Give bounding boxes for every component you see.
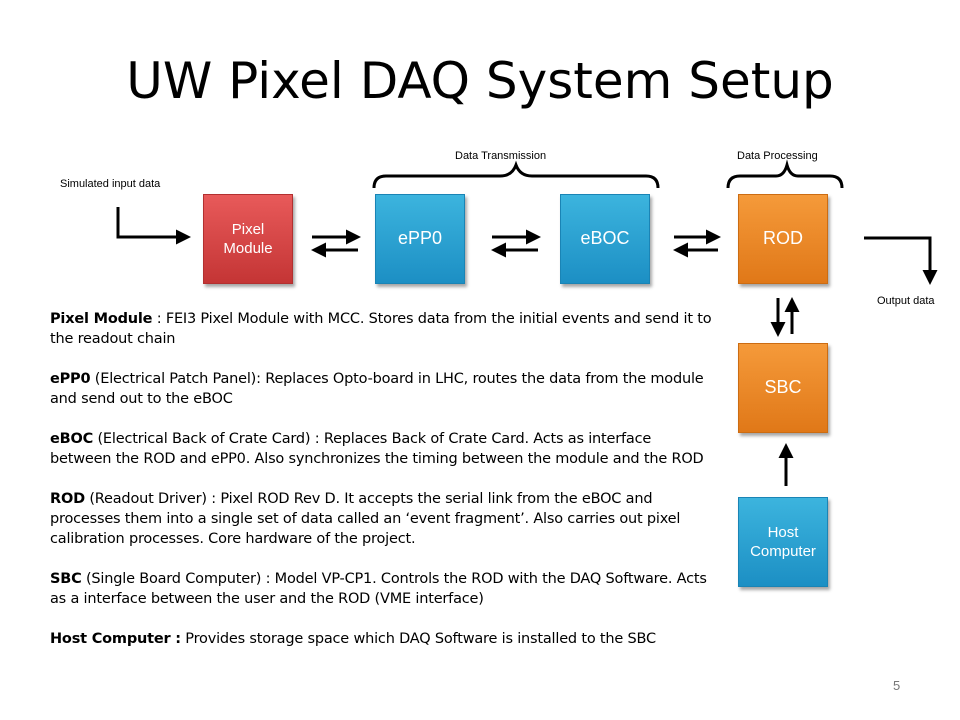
page-number: 5 bbox=[893, 678, 901, 693]
output-data-label: Output data bbox=[877, 295, 935, 307]
desc-text: Provides storage space which DAQ Softwar… bbox=[180, 631, 656, 647]
desc-text: (Electrical Patch Panel): Replaces Opto-… bbox=[50, 371, 704, 407]
brace-data-processing bbox=[726, 159, 844, 189]
pixel-module-box: Pixel Module bbox=[203, 194, 293, 284]
eboc-box: eBOC bbox=[560, 194, 650, 284]
sbc-box: SBC bbox=[738, 343, 828, 433]
desc-epp0: ePP0 (Electrical Patch Panel): Replaces … bbox=[50, 369, 715, 409]
host-computer-box-label: Host Computer bbox=[750, 523, 816, 561]
desc-rod: ROD (Readout Driver) : Pixel ROD Rev D. … bbox=[50, 489, 715, 549]
epp0-box-label: ePP0 bbox=[397, 228, 443, 249]
data-transmission-label: Data Transmission bbox=[455, 150, 547, 162]
desc-text: (Readout Driver) : Pixel ROD Rev D. It a… bbox=[50, 491, 681, 547]
desc-text: (Single Board Computer) : Model VP-CP1. … bbox=[50, 571, 707, 607]
desc-term: Host Computer : bbox=[50, 631, 181, 647]
desc-eboc: eBOC (Electrical Back of Crate Card) : R… bbox=[50, 429, 715, 469]
eboc-box-label: eBOC bbox=[580, 228, 630, 249]
host-computer-box: Host Computer bbox=[738, 497, 828, 587]
desc-term: ePP0 bbox=[50, 371, 91, 387]
input-arrow bbox=[116, 207, 191, 245]
slide-title: UW Pixel DAQ System Setup bbox=[126, 52, 834, 110]
brace-data-transmission bbox=[372, 160, 660, 189]
desc-term: Pixel Module bbox=[50, 311, 153, 327]
desc-term: SBC bbox=[50, 571, 82, 587]
desc-term: eBOC bbox=[50, 431, 94, 447]
rod-box-label: ROD bbox=[763, 228, 803, 249]
component-descriptions: Pixel Module : FEI3 Pixel Module with MC… bbox=[50, 309, 715, 669]
desc-sbc: SBC (Single Board Computer) : Model VP-C… bbox=[50, 569, 715, 609]
output-arrow bbox=[864, 236, 938, 285]
epp0-box: ePP0 bbox=[375, 194, 465, 284]
desc-text: (Electrical Back of Crate Card) : Replac… bbox=[50, 431, 704, 467]
rod-box: ROD bbox=[738, 194, 828, 284]
sbc-box-label: SBC bbox=[764, 377, 802, 398]
desc-host-computer: Host Computer : Provides storage space w… bbox=[50, 629, 715, 649]
desc-term: ROD bbox=[50, 491, 85, 507]
desc-text: : FEI3 Pixel Module with MCC. Stores dat… bbox=[50, 311, 712, 347]
pixel-module-box-label: Pixel Module bbox=[223, 220, 273, 258]
data-processing-label: Data Processing bbox=[737, 150, 818, 162]
desc-pixel-module: Pixel Module : FEI3 Pixel Module with MC… bbox=[50, 309, 715, 349]
simulated-input-label: Simulated input data bbox=[60, 178, 161, 190]
